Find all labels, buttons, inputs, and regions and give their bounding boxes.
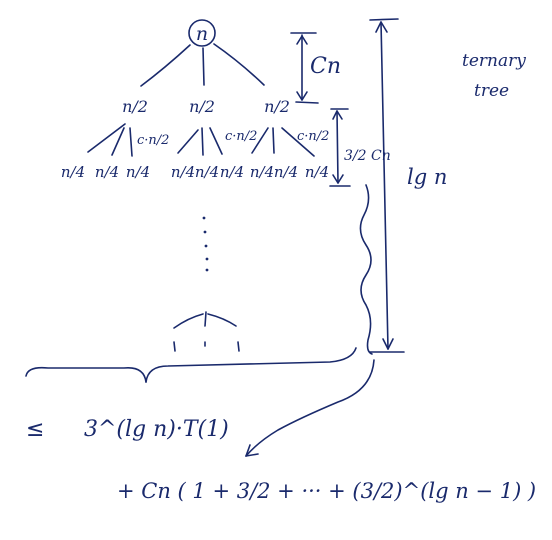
cost-arrow-level0: Cn <box>290 32 341 104</box>
cost-arrow-level1: 3/2 Cn <box>329 108 391 187</box>
sum-arrow <box>245 359 375 457</box>
level2-node-label: n/4 <box>126 163 150 181</box>
bound-relation: ≤ <box>26 417 44 442</box>
level2-node-label: n/4 <box>305 163 329 181</box>
level2-node-label: n/4 <box>95 163 119 181</box>
root-node: n <box>188 19 216 47</box>
tree-type-line2: tree <box>474 81 509 101</box>
leaf-level-brace <box>25 347 357 383</box>
level1-total-cost-label: 3/2 Cn <box>344 148 391 164</box>
tree-type-note: ternary tree <box>462 51 526 101</box>
level1-cost-annotations: c·n/2 c·n/2 c·n/2 <box>137 129 329 148</box>
root-edges <box>140 43 265 87</box>
level1-node-cost: c·n/2 <box>225 129 257 144</box>
height-arrow: lg n <box>369 18 447 353</box>
level2-node-label: n/4 <box>195 163 219 181</box>
level2-node-label: n/4 <box>61 163 85 181</box>
level2-node-label: n/4 <box>220 163 244 181</box>
level1-node-label: n/2 <box>189 97 215 116</box>
level0-cost-label: Cn <box>310 54 341 79</box>
level2-node-label: n/4 <box>171 163 195 181</box>
ellipsis-dots <box>202 216 209 272</box>
wavy-connector <box>359 184 373 355</box>
level1-node-label: n/2 <box>264 97 290 116</box>
height-label: lg n <box>407 165 447 189</box>
level1-node-label: n/2 <box>122 97 148 116</box>
leaf-subtree <box>173 311 240 352</box>
level1-nodes: n/2 n/2 n/2 <box>122 97 290 116</box>
bound-line-1: ≤ 3^(lg n)·T(1) <box>26 417 229 442</box>
tree-type-line1: ternary <box>462 51 526 71</box>
level2-node-label: n/4 <box>250 163 274 181</box>
root-label: n <box>196 23 208 45</box>
bound-line-2: + Cn ( 1 + 3/2 + ··· + (3/2)^(lg n − 1) … <box>117 479 536 503</box>
level1-node-cost: c·n/2 <box>297 129 329 144</box>
level1-node-cost: c·n/2 <box>137 133 169 148</box>
level1-edges <box>87 123 315 157</box>
level2-nodes: n/4 n/4 n/4 n/4 n/4 n/4 n/4 n/4 n/4 <box>61 163 329 181</box>
level2-node-label: n/4 <box>274 163 298 181</box>
bound-internal-sum: + Cn ( 1 + 3/2 + ··· + (3/2)^(lg n − 1) … <box>117 479 536 503</box>
bound-leaf-term: 3^(lg n)·T(1) <box>84 417 229 442</box>
